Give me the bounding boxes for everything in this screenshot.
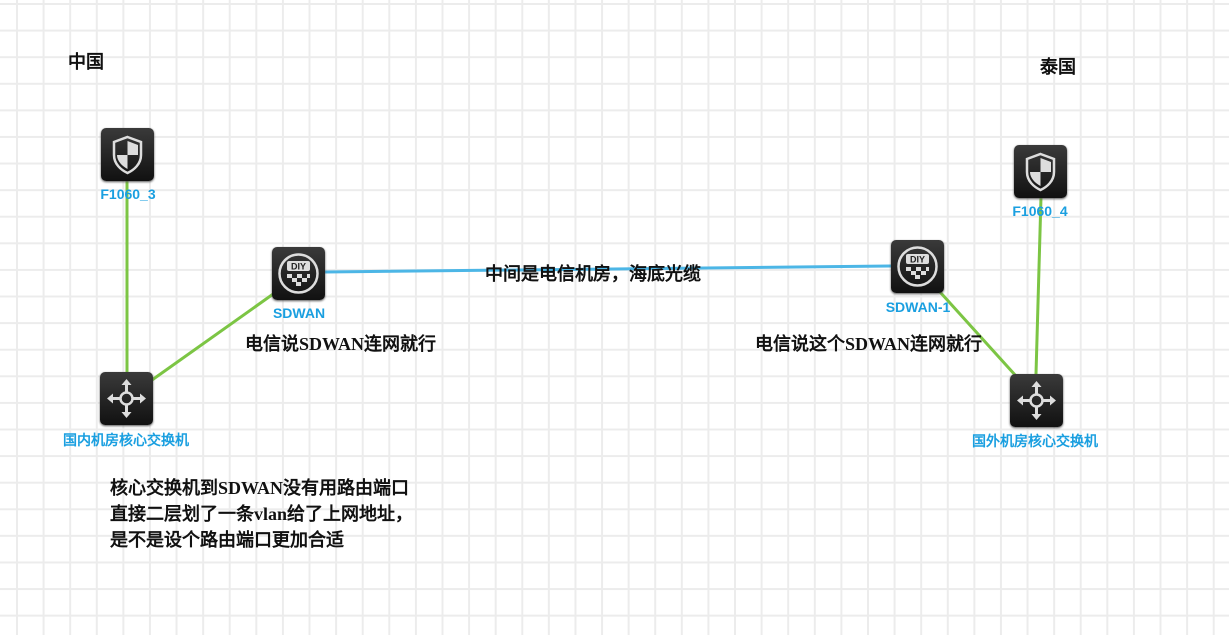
node-label: SDWAN-1 — [885, 299, 951, 315]
node-label: SDWAN — [272, 305, 326, 321]
note-question-line-3: 是不是设个路由端口更加合适 — [110, 530, 344, 550]
note-sdwan-right: 电信说这个SDWAN连网就行 — [755, 334, 983, 354]
router-node-sdwan[interactable]: DIY — [272, 247, 325, 300]
note-question-line-2: 直接二层划了一条vlan给了上网地址， — [110, 504, 414, 524]
region-label-thailand: 泰国 — [1040, 57, 1076, 77]
switch-arrows-icon — [1017, 381, 1056, 420]
switch-node-core-right[interactable] — [1010, 374, 1063, 427]
note-sdwan-left: 电信说SDWAN连网就行 — [245, 334, 437, 354]
link-sdwan-left-sdwan-right[interactable] — [324, 264, 893, 274]
svg-text:DIY: DIY — [291, 262, 306, 272]
note-question-line-1: 核心交换机到SDWAN没有用路由端口 — [110, 478, 410, 498]
firewall-node-f1060-3[interactable] — [101, 128, 154, 181]
diy-router-icon: DIY — [897, 246, 938, 287]
node-label: 国外机房核心交换机 — [972, 433, 1098, 449]
switch-arrows-icon — [107, 379, 146, 418]
router-node-sdwan-1[interactable]: DIY — [891, 240, 944, 293]
firewall-shield-icon — [112, 135, 143, 175]
link-sdwan-left-core-left[interactable] — [151, 290, 277, 382]
svg-text:DIY: DIY — [910, 255, 925, 265]
link-fw-right-core-right[interactable] — [1034, 196, 1043, 375]
region-label-china: 中国 — [68, 52, 104, 72]
diy-router-icon: DIY — [278, 253, 319, 294]
node-label: 国内机房核心交换机 — [63, 432, 189, 448]
link-sdwan-right-core-right[interactable] — [938, 290, 1018, 378]
node-label: F1060_4 — [1012, 203, 1068, 219]
node-label: F1060_3 — [100, 186, 156, 202]
note-middle-link: 中间是电信机房，海底光缆 — [485, 264, 701, 284]
firewall-node-f1060-4[interactable] — [1014, 145, 1067, 198]
switch-node-core-left[interactable] — [100, 372, 153, 425]
firewall-shield-icon — [1025, 152, 1056, 192]
